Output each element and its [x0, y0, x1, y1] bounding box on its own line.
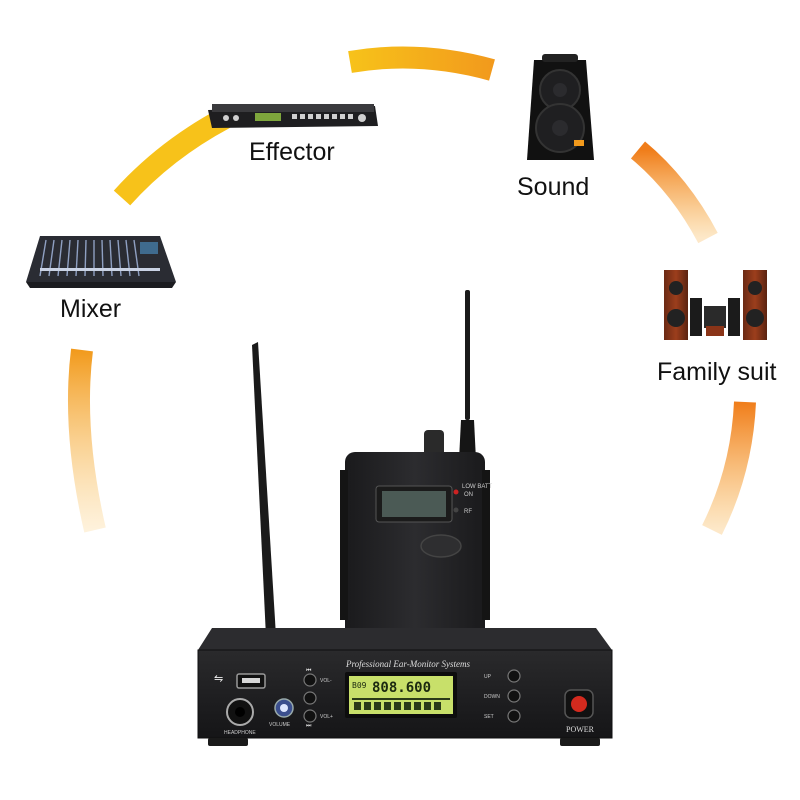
vol-minus-label: VOL- — [320, 678, 332, 684]
receiver-button — [420, 534, 462, 558]
transmitter-unit: Professional Ear-Monitor Systems ⇋ HEADP… — [197, 628, 613, 746]
prev-button — [303, 673, 317, 687]
lcd-frequency: 808.600 — [372, 680, 431, 696]
transmitter-antenna — [252, 342, 276, 637]
arc-top-left — [113, 108, 231, 206]
effector-device — [208, 104, 378, 128]
up-label: UP — [484, 674, 492, 680]
next-icon: ⏭ — [306, 722, 312, 729]
mute-button — [303, 691, 317, 705]
power-button — [571, 696, 587, 712]
effector-label: Effector — [249, 138, 335, 166]
antennas — [252, 290, 476, 637]
mixer-device — [26, 236, 176, 288]
vol-plus-label: VOL+ — [320, 714, 333, 720]
arc-right-top — [630, 141, 718, 244]
down-label: DOWN — [484, 694, 500, 700]
arc-left — [67, 348, 106, 533]
down-button — [507, 689, 521, 703]
set-button — [507, 709, 521, 723]
set-label: SET — [484, 714, 494, 720]
receiver-antenna — [465, 290, 470, 420]
up-button — [507, 669, 521, 683]
power-label: POWER — [566, 725, 595, 734]
family-suit-speakers — [664, 270, 767, 340]
brand-text: Professional Ear-Monitor Systems — [345, 659, 470, 669]
mixer-label: Mixer — [60, 295, 122, 323]
sound-speaker — [527, 54, 594, 160]
usb-icon: ⇋ — [214, 672, 223, 685]
on-label: ON — [464, 492, 473, 498]
family-suit-label: Family suit — [657, 358, 777, 386]
next-button — [303, 709, 317, 723]
arc-right-bottom — [702, 401, 756, 535]
rf-label: RF — [464, 509, 472, 515]
arc-top — [348, 46, 495, 81]
low-batt-label: LOW BATT — [462, 484, 493, 490]
sound-label: Sound — [517, 173, 590, 201]
volume-label: VOLUME — [269, 722, 291, 728]
bodypack-receiver: LOW BATT ON RF — [340, 430, 493, 644]
headphone-label: HEADPHONE — [224, 730, 256, 736]
prev-icon: ⏮ — [306, 667, 312, 674]
lcd-channel: B09 — [352, 681, 367, 690]
